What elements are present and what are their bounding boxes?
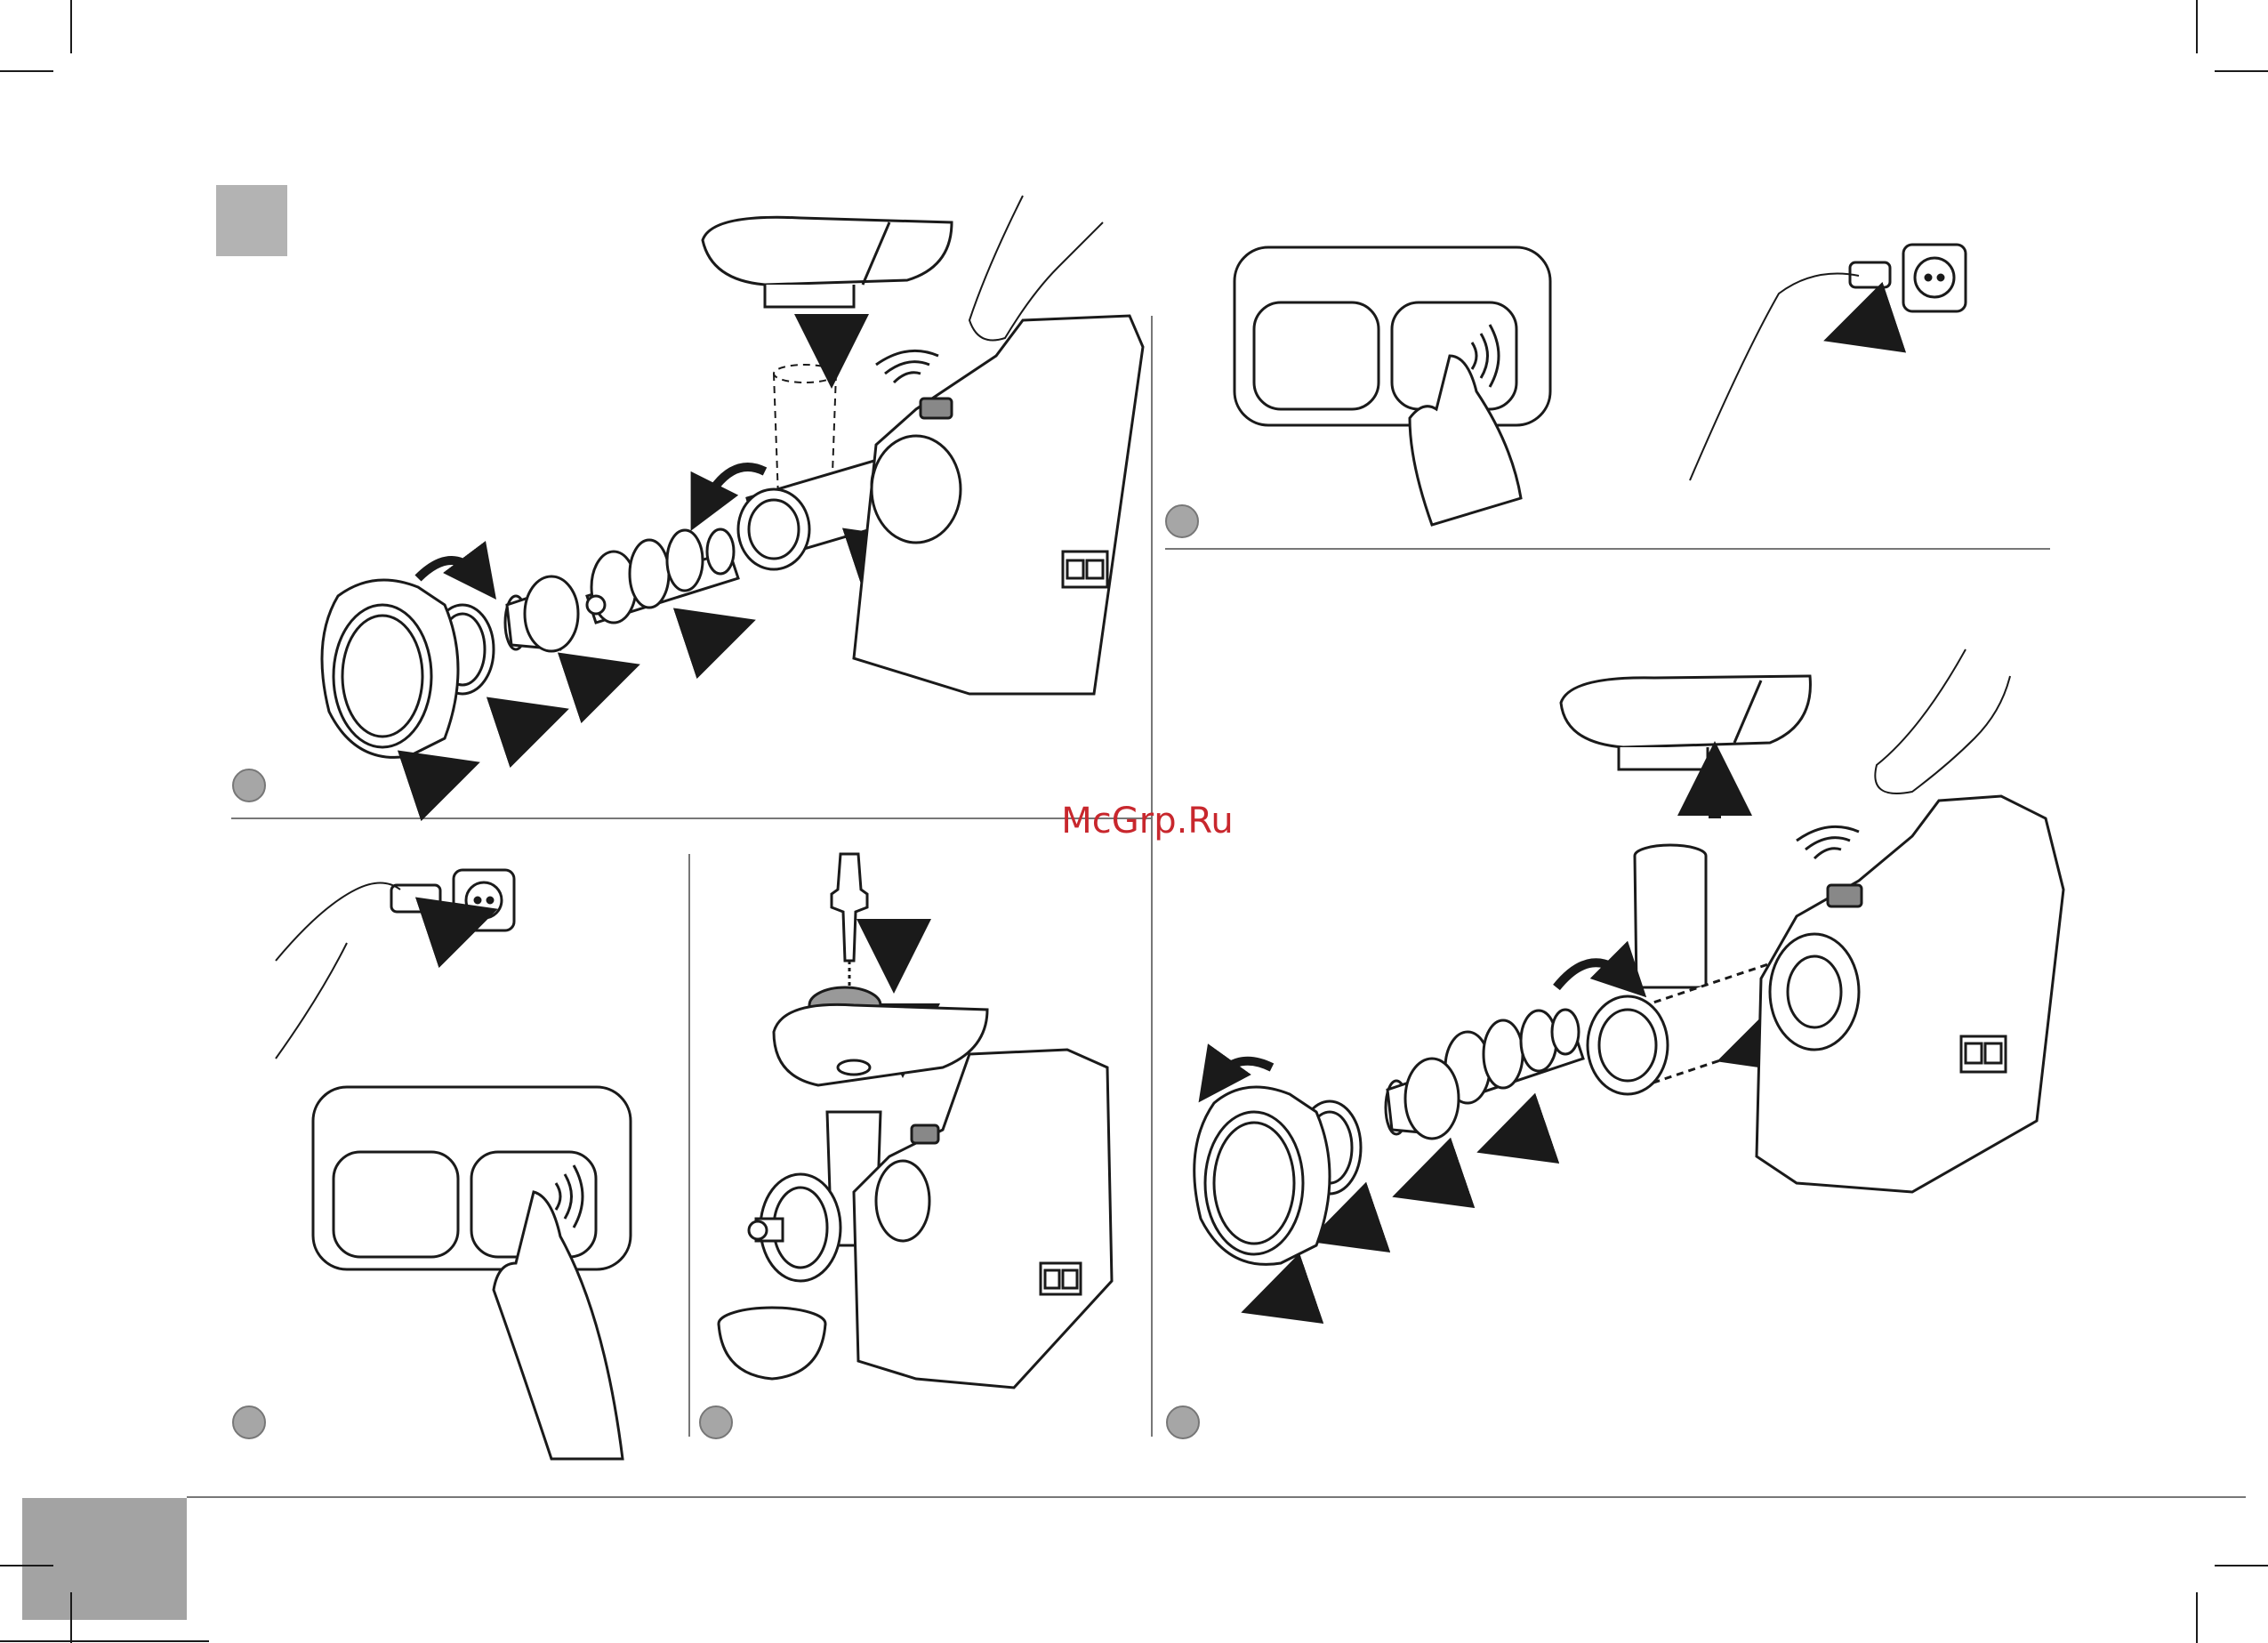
- insert-arrow-icon: [578, 676, 605, 685]
- feed-tray-icon: [1561, 676, 1810, 769]
- pusher-icon: [832, 854, 867, 961]
- panel-touch-top: [1235, 247, 1550, 525]
- rotate-arrow-icon: [1214, 1061, 1272, 1081]
- remove-arrow-icon: [1512, 1130, 1543, 1140]
- panel-touch-bottom: [313, 1087, 631, 1459]
- insert-arrow-icon: [507, 721, 534, 729]
- rotate-arrow-icon: [418, 560, 480, 578]
- feed-tray-icon: [703, 217, 952, 307]
- wall-socket-icon: [1903, 245, 1966, 311]
- panel-disassemble: [1194, 649, 2063, 1301]
- watermark: McGrp.Ru: [1023, 801, 1272, 842]
- lock-ring-icon: [322, 580, 458, 757]
- hand-icon: [1875, 649, 2010, 793]
- motor-housing-icon: [1757, 796, 2063, 1192]
- push-arrow-icon: [436, 921, 462, 930]
- insert-arrow-icon: [418, 774, 445, 783]
- blade-icon: [1386, 1059, 1459, 1139]
- bowl-icon: [719, 1308, 825, 1379]
- motor-housing-icon: [854, 316, 1143, 694]
- insert-arrow-icon: [694, 632, 720, 640]
- remove-arrow-icon: [1276, 1290, 1307, 1301]
- rotate-arrow-icon: [1556, 962, 1628, 987]
- on-button-icon: [921, 399, 952, 418]
- feed-tube-icon: [1635, 845, 1706, 987]
- remove-arrow-icon: [1343, 1219, 1374, 1229]
- touch-panel-icon: [313, 1087, 631, 1269]
- auger-icon: [587, 529, 738, 623]
- pull-arrow-icon: [1859, 320, 1886, 329]
- sound-wave-icon: [876, 350, 938, 383]
- blade-icon: [505, 576, 578, 651]
- touch-panel-icon: [1235, 247, 1550, 425]
- lock-ring-icon: [1194, 1087, 1330, 1264]
- remove-arrow-icon: [1428, 1174, 1459, 1185]
- panel-assemble: [322, 196, 1143, 783]
- panel-unplug: [1690, 245, 1966, 480]
- panel-plug-in: [276, 870, 514, 1059]
- sound-wave-icon: [1797, 826, 1859, 858]
- panel-mincing: [719, 854, 1112, 1388]
- auger-icon: [1441, 1010, 1583, 1103]
- hand-icon: [276, 883, 400, 962]
- hand-icon: [1690, 274, 1859, 481]
